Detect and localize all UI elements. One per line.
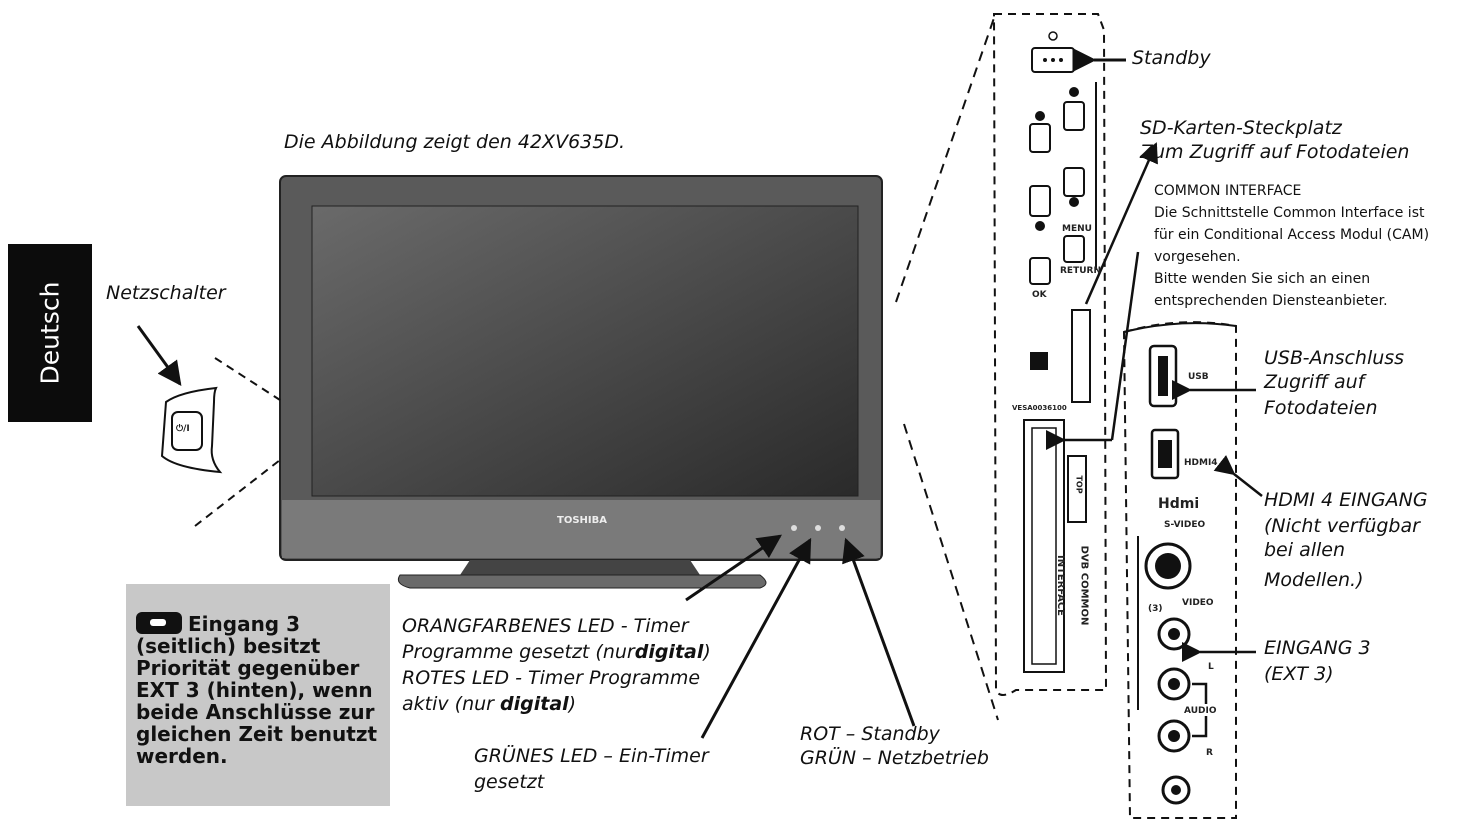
usb-icon-label: USB bbox=[1188, 372, 1209, 382]
input-button bbox=[1029, 257, 1051, 285]
led-red-line1: ROTES LED - Timer Programme bbox=[402, 667, 701, 689]
menu-button bbox=[1063, 235, 1085, 263]
volume-up-button bbox=[1029, 123, 1051, 153]
return-label: RETURN bbox=[1060, 266, 1101, 276]
power-icon bbox=[1048, 31, 1058, 41]
ci-slot bbox=[1023, 419, 1065, 673]
led-red-line2: aktiv (nur digital) bbox=[402, 693, 577, 715]
led-orange-line1: ORANGFARBENES LED - Timer bbox=[402, 615, 689, 637]
ci-title: COMMON INTERFACE bbox=[1154, 183, 1302, 199]
dvb-line1: DVB COMMON bbox=[1078, 545, 1090, 626]
usb-callout-line3: Fotodateien bbox=[1264, 397, 1378, 419]
led-orange-line2: Programme gesetzt (nurdigital) bbox=[402, 641, 711, 663]
ci-card-icon bbox=[1067, 455, 1087, 523]
led-green-line2: gesetzt bbox=[474, 771, 545, 793]
ci-line4: Bitte wenden Sie sich an einen bbox=[1154, 271, 1371, 287]
tv-stand bbox=[397, 574, 767, 589]
power-switch-callout: Netzschalter bbox=[106, 282, 226, 304]
power-switch-icon bbox=[171, 411, 203, 451]
led-red-icon bbox=[815, 525, 821, 531]
language-tab: Deutsch bbox=[8, 244, 92, 422]
note-text: Eingang 3 (seitlich) besitzt Priorität g… bbox=[136, 612, 378, 768]
sd-callout-line1: SD-Karten-Steckplatz bbox=[1140, 117, 1342, 139]
video-label: VIDEO bbox=[1182, 598, 1214, 608]
input3-label: (3) bbox=[1148, 604, 1163, 614]
audio-l-label: L bbox=[1208, 662, 1214, 672]
tv-brand: TOSHIBA bbox=[557, 515, 607, 526]
usb-callout-line1: USB-Anschluss bbox=[1264, 347, 1405, 369]
figure-caption: Die Abbildung zeigt den 42XV635D. bbox=[284, 131, 626, 153]
hdmi-callout-line3: bei allen bbox=[1264, 539, 1346, 561]
top-label: TOP bbox=[1074, 475, 1084, 494]
led-green-icon bbox=[839, 525, 845, 531]
volume-down-button bbox=[1029, 185, 1051, 217]
hdmi-logo: Hdmi bbox=[1158, 496, 1200, 512]
ci-line3: vorgesehen. bbox=[1154, 249, 1241, 265]
led-orange-icon bbox=[791, 525, 797, 531]
dvb-line2: INTERFACE bbox=[1055, 554, 1067, 617]
program-down-button bbox=[1063, 167, 1085, 197]
status-line2: GRÜN – Netzbetrieb bbox=[800, 747, 989, 769]
ext3-callout-line1: EINGANG 3 bbox=[1264, 637, 1371, 659]
audio-label: AUDIO bbox=[1184, 706, 1217, 716]
ok-label: OK bbox=[1032, 290, 1047, 300]
note-hand-icon bbox=[136, 612, 182, 634]
ext3-callout-line2: (EXT 3) bbox=[1264, 663, 1334, 685]
svideo-label: S-VIDEO bbox=[1164, 520, 1206, 530]
note-box: Eingang 3 (seitlich) besitzt Priorität g… bbox=[126, 584, 390, 806]
hdmi-callout-line4: Modellen.) bbox=[1264, 569, 1364, 591]
side-control-panel bbox=[992, 13, 1158, 696]
sd-code: VESA0036100 bbox=[1012, 404, 1067, 412]
program-up-button bbox=[1063, 101, 1085, 131]
ci-line1: Die Schnittstelle Common Interface ist bbox=[1154, 205, 1425, 221]
tv-bottom-panel bbox=[282, 500, 880, 558]
hdmi-callout-line1: HDMI 4 EINGANG bbox=[1264, 489, 1428, 511]
hdmi-callout-line2: (Nicht verfügbar bbox=[1264, 515, 1420, 537]
usb-callout-line2: Zugriff auf bbox=[1264, 371, 1365, 393]
sd-callout-line2: Zum Zugriff auf Fotodateien bbox=[1140, 141, 1410, 163]
hdmi4-label: HDMI4 bbox=[1184, 458, 1218, 468]
standby-callout: Standby bbox=[1132, 47, 1211, 69]
sd-card-icon bbox=[1030, 352, 1048, 370]
tv-neck bbox=[460, 560, 700, 575]
tv-screen bbox=[311, 205, 859, 497]
tv-set bbox=[279, 175, 883, 589]
power-switch-label: ⏻/I bbox=[176, 424, 190, 434]
side-connector-panel bbox=[1122, 321, 1263, 819]
status-line1: ROT – Standby bbox=[800, 723, 940, 745]
power-switch-zoom bbox=[136, 325, 281, 527]
ci-line2: für ein Conditional Access Modul (CAM) bbox=[1154, 227, 1430, 243]
audio-r-label: R bbox=[1206, 748, 1213, 758]
sd-card-slot bbox=[1071, 309, 1091, 403]
ci-line5: entsprechenden Diensteanbieter. bbox=[1154, 293, 1388, 309]
led-green-line1: GRÜNES LED – Ein-Timer bbox=[474, 745, 709, 767]
menu-label: MENU bbox=[1062, 224, 1092, 234]
